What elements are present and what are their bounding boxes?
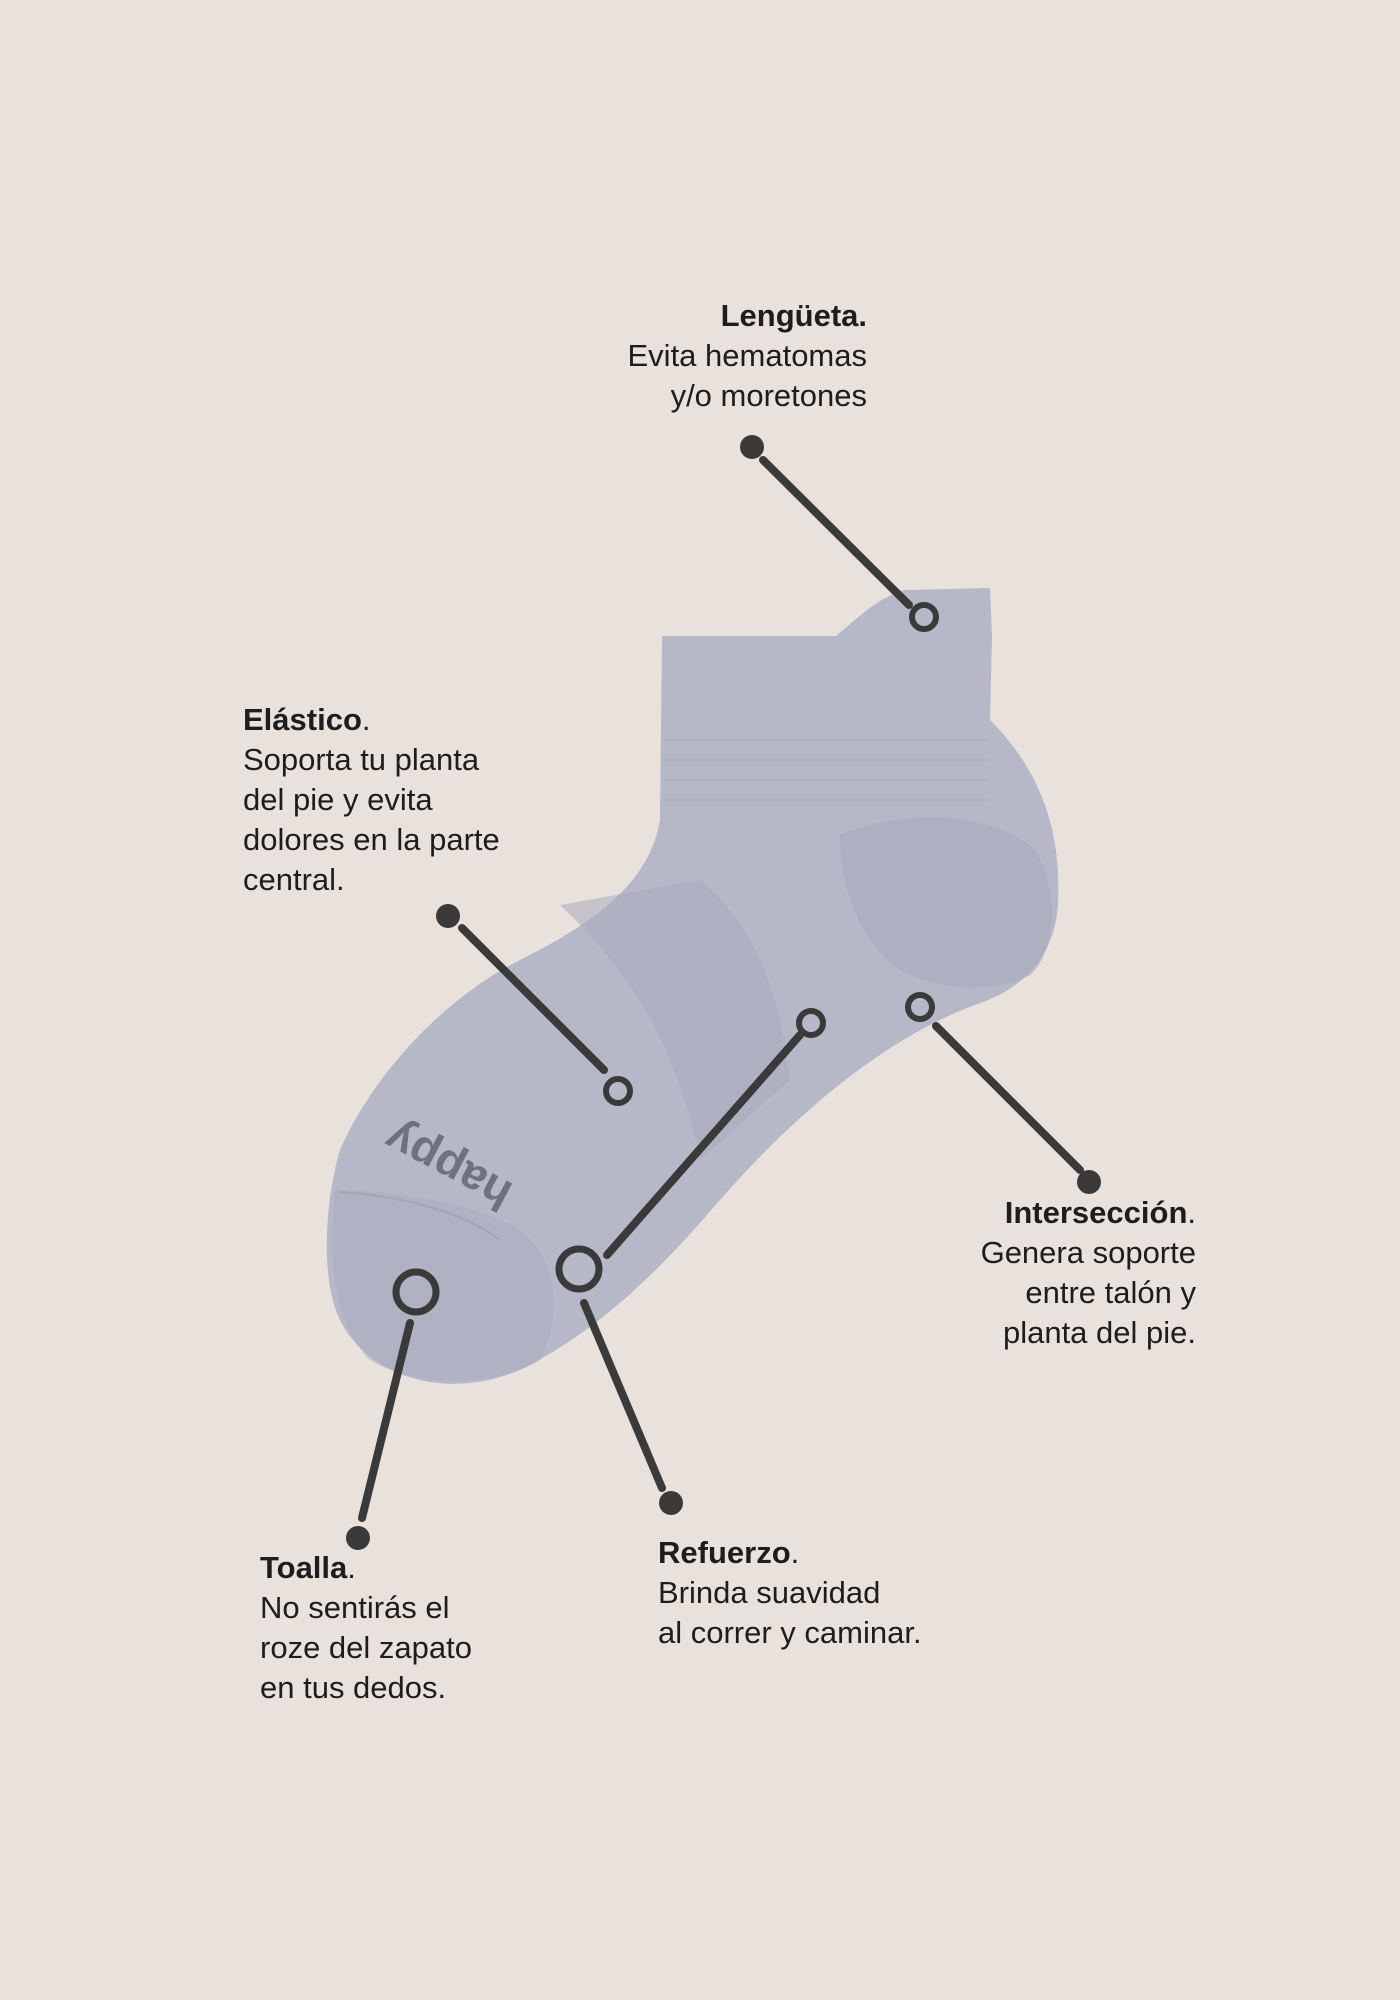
- ring-lengueta: [909, 602, 939, 632]
- callout-toalla-title: Toalla: [260, 1550, 348, 1585]
- dot-lengueta: [740, 435, 764, 459]
- cuff-ribbing: [664, 739, 990, 801]
- dot-toalla: [346, 1526, 370, 1550]
- ring-interseccion: [905, 992, 935, 1022]
- callout-refuerzo-line-1: Brinda suavidad: [658, 1575, 881, 1610]
- callout-lengueta-line-2: y/o moretones: [670, 378, 867, 413]
- leader-refuerzo-up: [603, 1031, 804, 1259]
- callout-interseccion-title: Intersección: [1004, 1195, 1188, 1230]
- leader-lines: [358, 456, 1084, 1522]
- callout-toalla: Toalla. No sentirás el roze del zapato e…: [260, 1548, 472, 1708]
- leader-interseccion: [932, 1022, 1084, 1174]
- anchor-dots: [346, 435, 1101, 1550]
- callout-interseccion-line-2: entre talón y: [1025, 1275, 1196, 1310]
- callout-elastico-line-2: del pie y evita: [243, 782, 433, 817]
- callout-elastico: Elástico. Soporta tu planta del pie y ev…: [243, 700, 500, 900]
- callout-lengueta-line-1: Evita hematomas: [627, 338, 868, 373]
- callout-interseccion-line-3: planta del pie.: [1002, 1315, 1196, 1350]
- callout-refuerzo-title: Refuerzo: [658, 1535, 791, 1570]
- dot-refuerzo: [659, 1491, 683, 1515]
- dot-interseccion: [1077, 1170, 1101, 1194]
- callout-refuerzo: Refuerzo. Brinda suavidad al correr y ca…: [658, 1533, 922, 1653]
- ring-refuerzo: [555, 1245, 603, 1293]
- callout-interseccion-line-1: Genera soporte: [980, 1235, 1196, 1270]
- callout-interseccion: Intersección. Genera soporte entre talón…: [981, 1193, 1196, 1353]
- callout-toalla-dot: .: [347, 1550, 356, 1585]
- leader-lengueta: [759, 456, 913, 609]
- callout-elastico-title: Elástico: [243, 702, 362, 737]
- callout-elastico-line-1: Soporta tu planta: [243, 742, 480, 777]
- leader-elastico: [458, 924, 608, 1074]
- callout-lengueta-title: Lengüeta.: [720, 298, 867, 333]
- callout-toalla-line-1: No sentirás el: [260, 1590, 450, 1625]
- callout-interseccion-dot: .: [1187, 1195, 1196, 1230]
- callout-elastico-dot: .: [361, 702, 371, 737]
- ring-toalla: [392, 1268, 440, 1316]
- heel-shade: [840, 817, 1052, 988]
- callout-elastico-line-4: central.: [243, 862, 345, 897]
- callout-refuerzo-line-2: al correr y caminar.: [658, 1615, 922, 1650]
- callout-lengueta: Lengüeta. Evita hematomas y/o moretones: [628, 296, 868, 416]
- ring-elastico: [603, 1076, 633, 1106]
- arch-band-shade: [560, 880, 790, 1160]
- leader-toalla: [358, 1319, 414, 1522]
- callout-refuerzo-dot: .: [790, 1535, 800, 1570]
- dot-elastico: [436, 904, 460, 928]
- callout-elastico-line-3: dolores en la parte: [243, 822, 500, 857]
- leader-refuerzo-down: [580, 1299, 666, 1492]
- toe-seam: [339, 1191, 501, 1241]
- ring-arch: [796, 1008, 826, 1038]
- callout-toalla-line-2: roze del zapato: [260, 1630, 472, 1665]
- ring-markers: [392, 602, 939, 1316]
- callout-toalla-line-3: en tus dedos.: [260, 1670, 447, 1705]
